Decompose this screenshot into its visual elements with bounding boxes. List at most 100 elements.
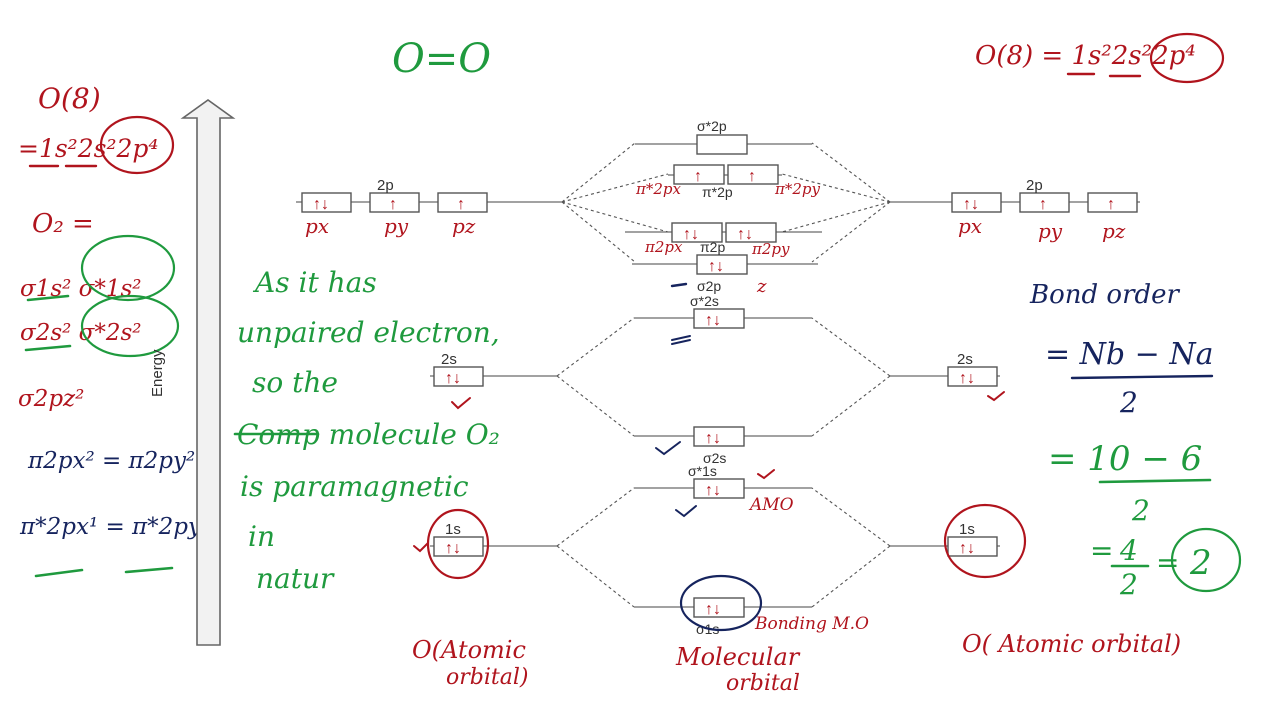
left-caption-line2: orbital)	[446, 665, 528, 690]
right-2s-label: 2s	[957, 351, 973, 368]
sigma-2s-box	[693, 426, 745, 447]
e-sigma-star-2s: ↑↓	[705, 312, 721, 329]
pi-2py-hand-label: π2py	[751, 240, 790, 258]
sigma-star-1s-circle	[80, 234, 176, 302]
right-px-hand: px	[958, 214, 982, 238]
o2-heading: O₂ =	[32, 209, 94, 239]
left-1s-box	[433, 536, 484, 557]
left-px-hand: px	[305, 214, 329, 238]
left-py-hand: py	[384, 214, 409, 238]
bond-order-sub-num: = 10 − 6	[1048, 439, 1202, 479]
bond-order-formula-den: 2	[1119, 386, 1138, 419]
pi-star-2px-box	[673, 164, 725, 185]
title-o-equals-o: O=O	[392, 36, 491, 82]
correlation-lines	[556, 142, 891, 608]
right-1s-label: 1s	[959, 521, 975, 538]
bond-order-result: 2	[1189, 543, 1212, 583]
o2-underline-1	[26, 294, 70, 302]
e-pi-star-2px: ↑	[694, 168, 702, 185]
left-atom-label: O(8)	[38, 82, 101, 115]
pi-2p-label: π2p	[700, 239, 725, 255]
e-left-2py: ↑	[389, 196, 397, 213]
amo-label: AMO	[748, 495, 794, 515]
sigma-1s-circle	[679, 574, 763, 632]
sigma-2p-label: σ2p	[697, 278, 721, 294]
bond-order-final-num: 4	[1119, 534, 1138, 567]
o2-underline-4	[124, 566, 174, 574]
pi-star-2px-hand-label: π*2px	[635, 180, 682, 198]
e-pi-star-2py: ↑	[748, 168, 756, 185]
sigma-2s-label: σ2s	[703, 450, 726, 466]
pi-star-2p-label: π*2p	[702, 184, 733, 200]
sigma-star-1s-label: σ*1s	[688, 463, 717, 479]
right-py-hand: py	[1038, 219, 1063, 243]
bonding-mo-label: Bonding M.O	[754, 614, 869, 634]
left-2s-label: 2s	[441, 351, 457, 368]
e-sigma-2s: ↑↓	[705, 430, 721, 447]
pi-2py-box	[725, 222, 777, 243]
sigma-star-2p-label: σ*2p	[697, 118, 727, 134]
e-sigma-star-1s: ↑↓	[705, 482, 721, 499]
sigma-2p-box	[696, 254, 748, 275]
bond-order-formula-bar	[1070, 374, 1214, 380]
energy-levels	[296, 143, 1140, 608]
left-config-line: =1s²2s²2p⁴	[18, 134, 158, 163]
bond-order-sub-bar	[1098, 478, 1212, 484]
left-pz-hand: pz	[452, 214, 476, 238]
energy-arrow-icon	[180, 99, 236, 646]
center-caption-line2: orbital	[726, 671, 800, 696]
left-1s-label: 1s	[445, 521, 461, 538]
sigma-1s-box	[693, 597, 745, 618]
e-left-1s: ↑↓	[445, 540, 461, 557]
center-caption-line1: Molecular	[675, 643, 801, 671]
e-sigma-1s: ↑↓	[705, 601, 721, 618]
sigma-star-2s-label: σ*2s	[690, 293, 719, 309]
e-right-2pz: ↑	[1107, 196, 1115, 213]
sigma-2pz-hand-label: z	[756, 276, 767, 297]
right-2pz-box	[1087, 192, 1138, 213]
left-2p-label: 2p	[377, 177, 394, 194]
bond-order-result-circle	[1170, 527, 1242, 593]
tick-marks	[413, 335, 1005, 553]
bond-order-sub-den: 2	[1131, 494, 1150, 527]
right-2p-circle	[1149, 32, 1225, 84]
e-right-2px: ↑↓	[963, 196, 979, 213]
e-pi-2py: ↑↓	[737, 226, 753, 243]
bond-order-final-den: 2	[1119, 568, 1138, 601]
left-caption-line1: O(Atomic	[412, 636, 526, 664]
energy-label: Energy	[149, 349, 166, 397]
note-line-3: so the	[252, 366, 338, 399]
note-line-1: As it has	[252, 266, 377, 299]
e-right-1s: ↑↓	[959, 540, 975, 557]
left-2px-box	[301, 192, 352, 213]
right-pz-hand: pz	[1102, 219, 1126, 243]
right-1s-circle	[943, 503, 1027, 579]
o2-line-4: π2px² = π2py²	[27, 448, 195, 474]
sigma-star-2s-circle	[80, 294, 180, 358]
pi-star-2py-box	[727, 164, 779, 185]
o2-line-5: π*2px¹ = π*2py¹	[19, 514, 210, 540]
note-line-7: natur	[256, 562, 335, 595]
pi-2px-box	[671, 222, 723, 243]
note-line-5: is paramagnetic	[240, 470, 469, 503]
e-right-2py: ↑	[1039, 196, 1047, 213]
e-left-2pz: ↑	[457, 196, 465, 213]
note-line-6: in	[248, 520, 275, 553]
right-1s-box	[947, 536, 998, 557]
e-left-2px: ↑↓	[313, 196, 329, 213]
left-2s-box	[433, 366, 484, 387]
o2-line-2: σ2s² σ*2s²	[20, 320, 142, 346]
right-2p-label: 2p	[1026, 177, 1043, 194]
bond-order-heading: Bond order	[1029, 280, 1181, 310]
e-right-2s: ↑↓	[959, 370, 975, 387]
pi-star-2py-hand-label: π*2py	[774, 180, 821, 198]
left-2py-box	[369, 192, 420, 213]
e-left-2s: ↑↓	[445, 370, 461, 387]
bond-order-final-prefix: =	[1090, 534, 1113, 567]
right-2px-box	[951, 192, 1002, 213]
o2-underline-2	[24, 344, 72, 352]
left-2p-circle	[99, 115, 175, 175]
right-config: O(8) = 1s²2s²2p⁴	[975, 41, 1196, 71]
right-2s-box	[947, 366, 998, 387]
